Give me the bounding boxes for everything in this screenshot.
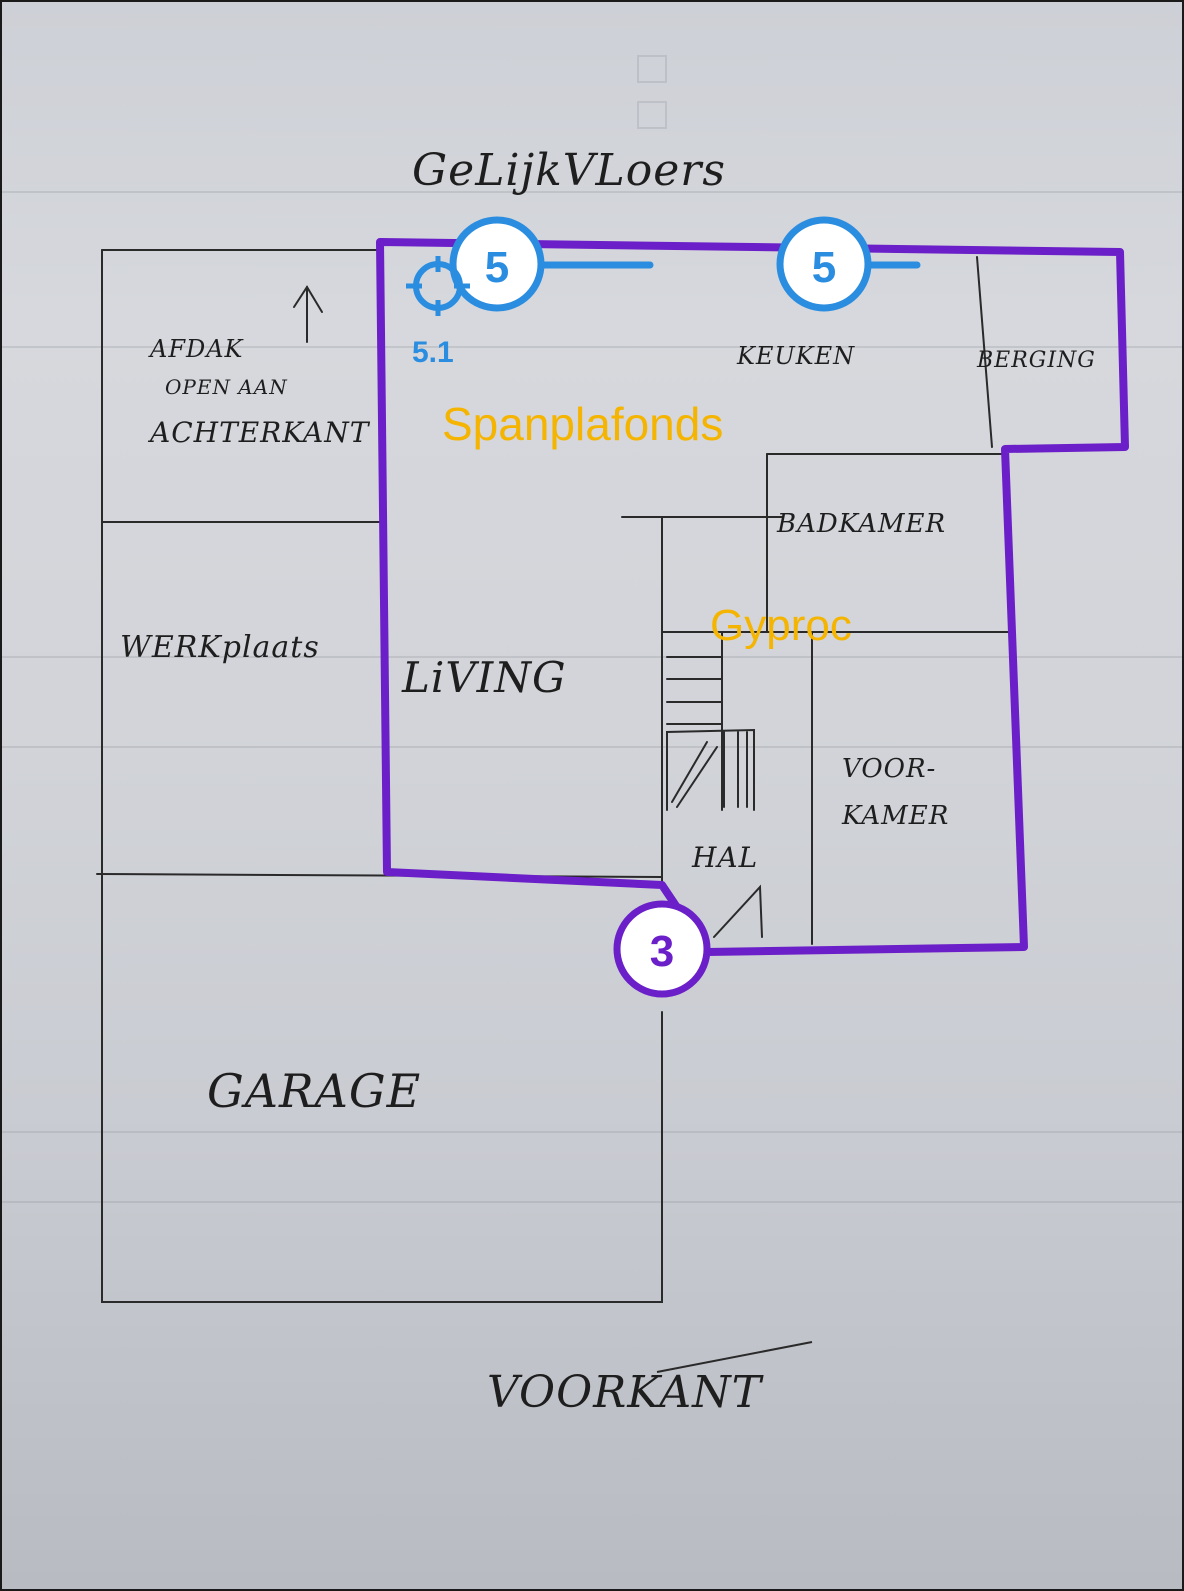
ceiling-type-label-gyproc: Gyproc bbox=[710, 601, 852, 650]
living-area-outline bbox=[376, 238, 1129, 956]
hal-label: HAL bbox=[691, 841, 758, 874]
marker-5-left-number: 5 bbox=[485, 243, 509, 292]
berging-label: BERGING bbox=[976, 348, 1096, 373]
crosshair-icon[interactable] bbox=[406, 256, 470, 316]
afdak-label: AFDAK bbox=[148, 335, 245, 363]
keuken-label: KEUKEN bbox=[736, 342, 855, 370]
afdak-label-line3: ACHTERKANT bbox=[147, 416, 371, 449]
marker-5-right[interactable]: 5 bbox=[776, 216, 921, 312]
voorkamer-label-line1: VOOR- bbox=[842, 754, 936, 784]
voorkamer-label-line2: KAMER bbox=[841, 801, 949, 831]
garage-label: GARAGE bbox=[207, 1064, 421, 1118]
afdak-label-line2: OPEN AAN bbox=[165, 375, 288, 399]
floor-title-label: GeLijkVLoers bbox=[412, 145, 726, 196]
badkamer-label: BADKAMER bbox=[776, 509, 946, 539]
background-paper-lines bbox=[2, 55, 1182, 1203]
marker-5-1-label: 5.1 bbox=[412, 336, 454, 369]
marker-3[interactable]: 3 bbox=[613, 900, 711, 998]
ceiling-type-label-spanplafonds: Spanplafonds bbox=[442, 398, 723, 450]
marker-3-number: 3 bbox=[650, 927, 674, 976]
front-side-underline bbox=[656, 1341, 813, 1373]
werkplaats-label: WERKplaats bbox=[120, 630, 320, 665]
front-side-label: VOORKANT bbox=[487, 1367, 765, 1418]
floor-plan-walls bbox=[96, 249, 1013, 1303]
living-label: LiVING bbox=[401, 653, 567, 702]
marker-5-right-number: 5 bbox=[812, 243, 836, 292]
marker-5-left[interactable]: 5 bbox=[449, 216, 654, 312]
